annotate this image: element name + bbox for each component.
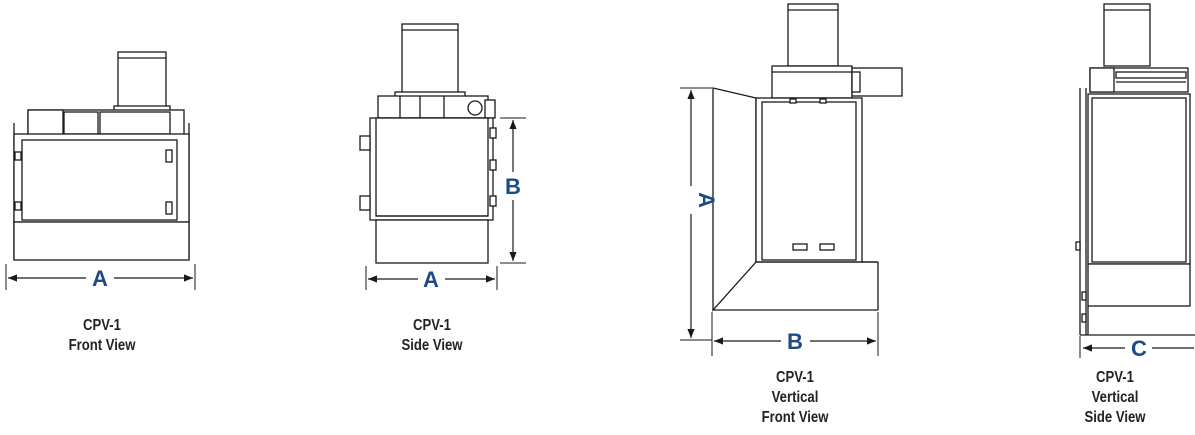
side-view-dim-b: B bbox=[500, 117, 526, 264]
side-view-dim-a: A bbox=[365, 266, 498, 292]
vertical-front-view-dim-b: B bbox=[711, 312, 879, 356]
caption-model: CPV-1 bbox=[413, 317, 451, 334]
side-view-drawing bbox=[359, 23, 497, 264]
base-stand bbox=[375, 219, 489, 264]
caption-vertical-side-view: CPV-1 Vertical Side View bbox=[1049, 368, 1180, 428]
caption-front-view: CPV-1 Front View bbox=[36, 316, 167, 356]
dim-label-b: B bbox=[787, 329, 803, 354]
base-stand bbox=[13, 221, 190, 261]
caption-view: Front View bbox=[68, 337, 136, 354]
caption-orientation: Vertical bbox=[771, 389, 819, 406]
caption-vertical-front-view: CPV-1 Vertical Front View bbox=[729, 368, 860, 428]
dim-label-a: A bbox=[423, 267, 439, 292]
motor bbox=[401, 23, 459, 95]
caption-model: CPV-1 bbox=[1096, 369, 1134, 386]
access-door bbox=[21, 139, 178, 221]
vertical-side-view-drawing bbox=[1075, 3, 1195, 336]
caption-side-view: CPV-1 Side View bbox=[366, 316, 497, 356]
caption-view: Front View bbox=[761, 409, 829, 426]
caption-model: CPV-1 bbox=[83, 317, 121, 334]
caption-model: CPV-1 bbox=[776, 369, 814, 386]
front-view-dim-a: A bbox=[5, 264, 196, 291]
vertical-front-view-drawing bbox=[712, 3, 903, 312]
caption-view: Side View bbox=[1084, 409, 1146, 426]
dim-label-a: A bbox=[92, 266, 108, 291]
motor bbox=[787, 3, 839, 67]
vertical-side-view-dim-c: C bbox=[1079, 336, 1194, 361]
dim-label-c: C bbox=[1131, 336, 1147, 361]
vertical-front-view-dim-a: A bbox=[680, 87, 719, 341]
front-view-drawing bbox=[13, 51, 190, 261]
motor bbox=[1103, 3, 1151, 67]
caption-orientation: Vertical bbox=[1091, 389, 1139, 406]
motor bbox=[117, 51, 167, 109]
dim-label-a: A bbox=[694, 192, 719, 208]
dim-label-b: B bbox=[505, 174, 521, 199]
caption-view: Side View bbox=[401, 337, 463, 354]
